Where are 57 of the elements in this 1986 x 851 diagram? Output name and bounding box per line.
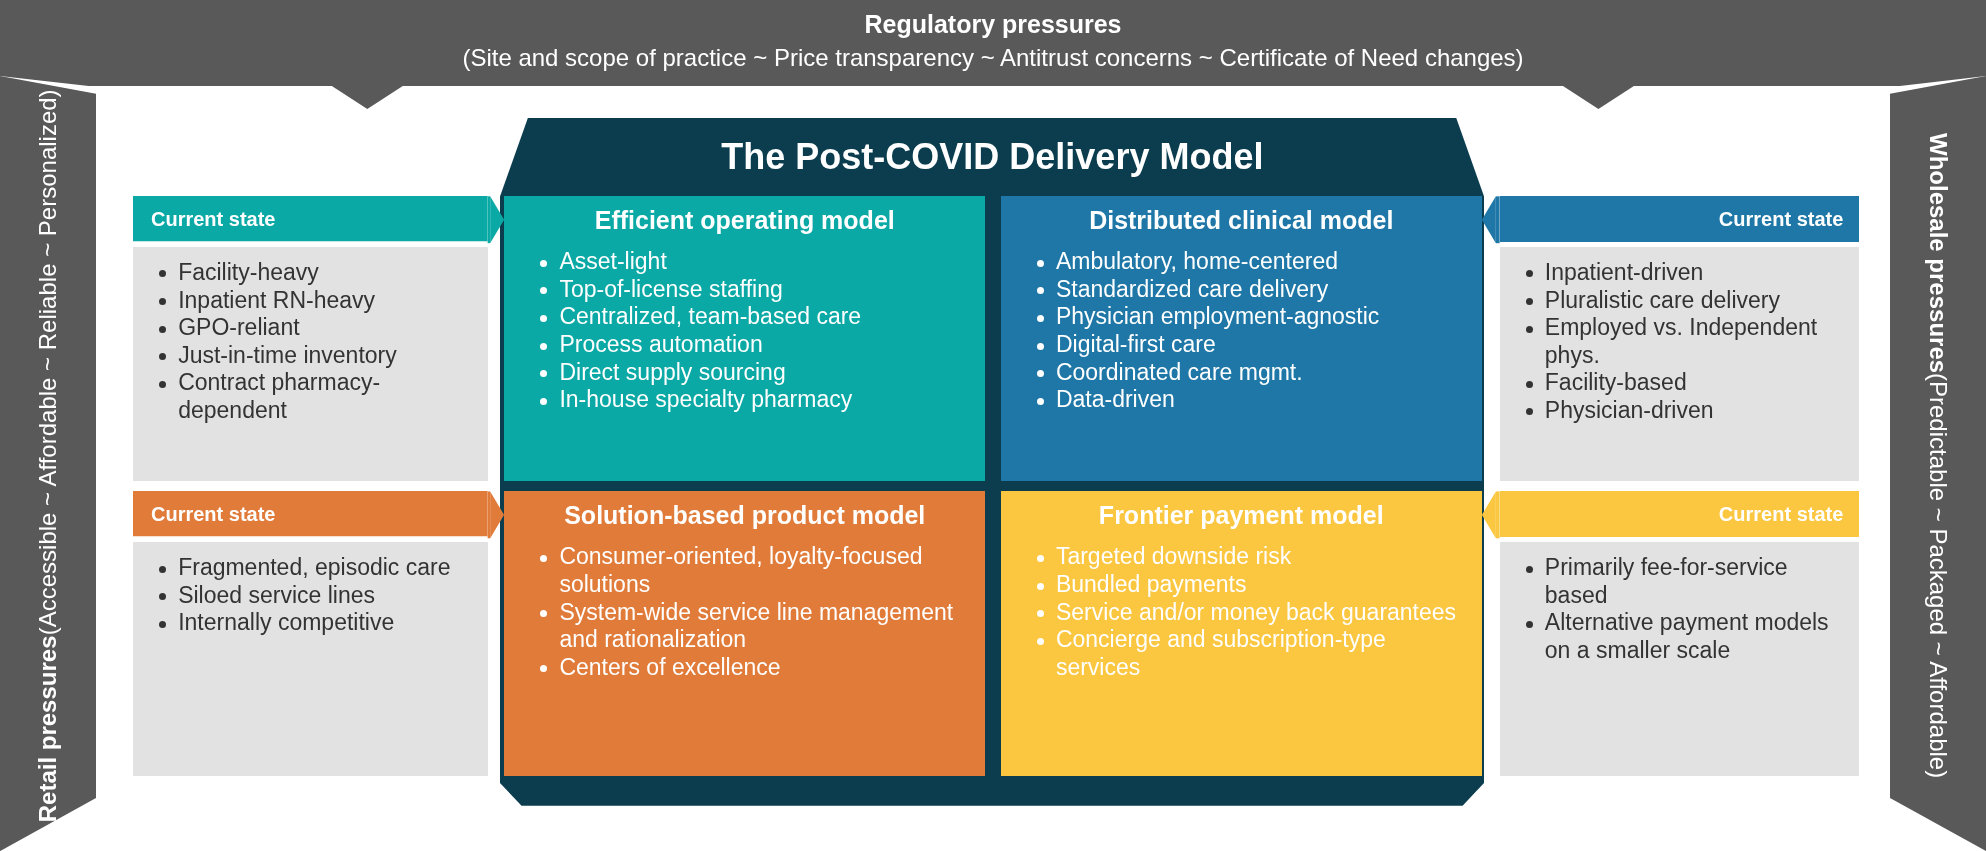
- bullet-item: Physician-driven: [1544, 396, 1714, 423]
- band-title: Retail pressures: [34, 635, 63, 823]
- panel-heading: Efficient operating model: [593, 206, 896, 236]
- bullet-item: Ambulatory, home-centered: [1055, 248, 1339, 275]
- bullet-item: Inpatient-driven: [1544, 258, 1704, 285]
- bullet-item: Just-in-time inventory: [178, 341, 397, 368]
- band-title: Wholesale pressures: [1923, 133, 1952, 374]
- chevron-arrow: [487, 491, 505, 539]
- band-title: Regulatory pressures: [863, 10, 1123, 39]
- model-panel: [504, 196, 986, 482]
- bullet-item: Siloed service lines: [178, 581, 376, 608]
- band-subtitle: (Accessible ~ Affordable ~ Reliable ~ Personalized): [34, 89, 63, 636]
- header-label: Current state: [1718, 208, 1844, 232]
- bullet-item: Consumer-oriented, loyalty-focused solutions: [559, 543, 923, 597]
- bullet-item: Digital-first care: [1055, 331, 1216, 358]
- bullet-item: Centralized, team-based care: [559, 303, 862, 330]
- band-subtitle: (Site and scope of practice ~ Price transparency ~ Antitrust concerns ~ Certificate of Need changes): [461, 44, 1525, 72]
- bullet-item: Concierge and subscription-type services: [1055, 626, 1386, 680]
- bullet-item: Fragmented, episodic care: [178, 554, 451, 581]
- chevron-arrow: [1481, 491, 1500, 539]
- bullet-item: Alternative payment models on a smaller scale: [1544, 609, 1829, 663]
- bullet-item: Facility-based: [1544, 369, 1687, 396]
- header-label: Current state: [151, 208, 276, 232]
- bullet-item: System-wide service line management and rationalization: [559, 598, 954, 653]
- panel-heading: Solution-based product model: [563, 501, 927, 531]
- model-panel: [1000, 491, 1482, 777]
- band-subtitle: (Predictable ~ Packaged ~ Affordable): [1923, 373, 1952, 779]
- bullet-item: GPO-reliant: [178, 314, 300, 341]
- bullet-item: In-house specialty pharmacy: [559, 386, 853, 413]
- bullet-item: Standardized care delivery: [1055, 275, 1329, 302]
- bullet-item: Bundled payments: [1055, 571, 1247, 597]
- panel-heading: Frontier payment model: [1097, 501, 1385, 531]
- chevron-arrow: [487, 196, 505, 244]
- bullet-item: Primarily fee-for-service based: [1544, 554, 1788, 608]
- bullet-item: Centers of excellence: [559, 653, 781, 680]
- header-label: Current state: [1718, 503, 1844, 527]
- bullet-item: Employed vs. Independent phys.: [1544, 314, 1818, 368]
- bullet-item: Data-driven: [1055, 386, 1175, 413]
- bullet-item: Top-of-license staffing: [559, 275, 783, 302]
- model-panel: [1000, 196, 1482, 482]
- bullet-item: Targeted downside risk: [1055, 543, 1292, 570]
- bullet-item: Service and/or money back guarantees: [1055, 598, 1457, 625]
- frame-title: The Post-COVID Delivery Model: [720, 135, 1265, 178]
- bullet-item: Physician employment-agnostic: [1055, 303, 1380, 330]
- chevron-arrow: [1481, 196, 1500, 244]
- bullet-item: Internally competitive: [178, 609, 395, 636]
- header-label: Current state: [151, 503, 276, 527]
- bullet-item: Inpatient RN-heavy: [178, 286, 376, 313]
- model-panel: [504, 491, 986, 777]
- bullet-item: Process automation: [559, 331, 763, 358]
- bullet-item: Direct supply sourcing: [559, 358, 786, 385]
- panel-heading: Distributed clinical model: [1088, 206, 1395, 236]
- bullet-item: Coordinated care mgmt.: [1055, 358, 1303, 385]
- bullet-item: Contract pharmacy-dependent: [178, 369, 381, 423]
- bullet-item: Asset-light: [559, 248, 667, 275]
- bullet-item: Facility-heavy: [178, 258, 319, 285]
- bullet-item: Pluralistic care delivery: [1544, 286, 1780, 313]
